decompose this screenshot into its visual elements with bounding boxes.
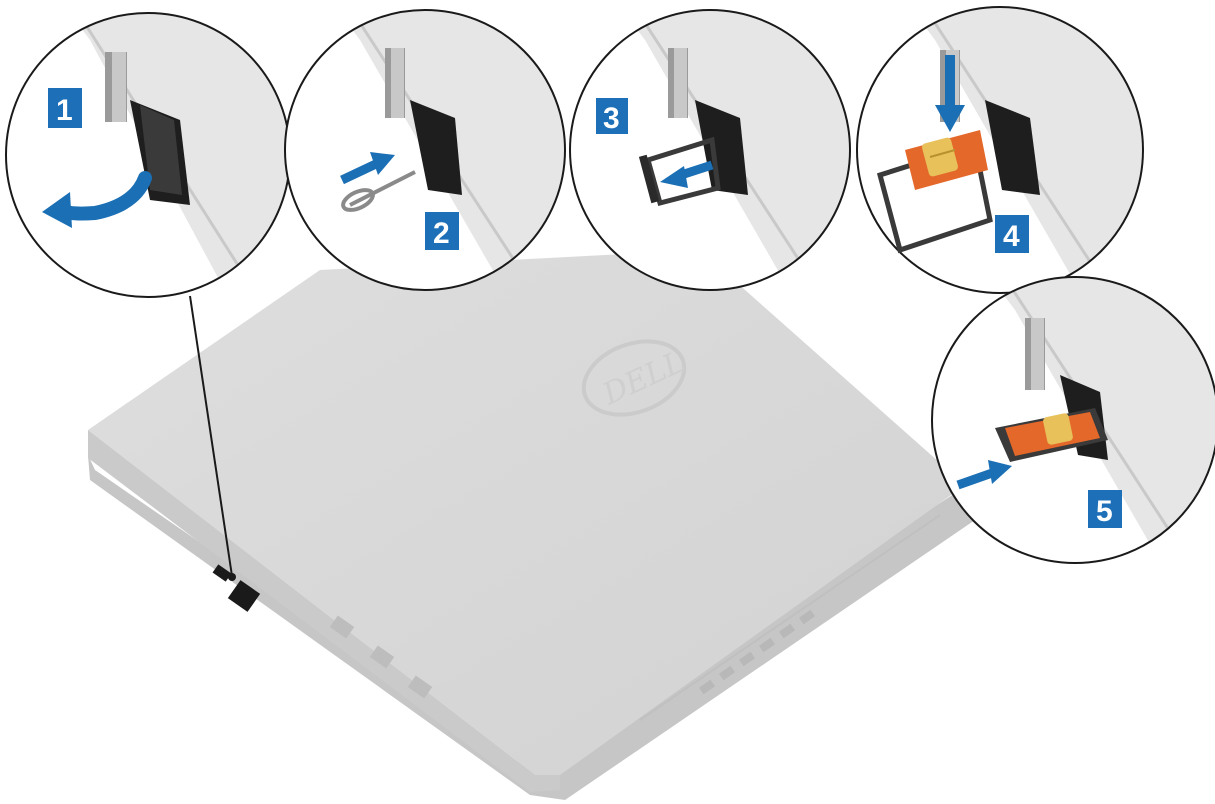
step-badge: 2 xyxy=(425,212,459,250)
step-number: 5 xyxy=(1096,495,1113,528)
step-5-callout: 5 xyxy=(932,270,1215,570)
step-badge: 5 xyxy=(1088,490,1122,528)
step-badge: 1 xyxy=(48,88,82,128)
step-badge: 3 xyxy=(596,98,628,135)
step-number: 4 xyxy=(1003,220,1020,253)
callout-dot xyxy=(228,573,236,581)
step-2-callout: 2 xyxy=(285,0,600,300)
laptop-lid xyxy=(88,250,965,775)
step-4-callout: 4 xyxy=(857,0,1170,300)
laptop: DELL xyxy=(88,250,975,800)
step-number: 3 xyxy=(603,102,620,135)
step-badge: 4 xyxy=(995,215,1029,253)
step-number: 2 xyxy=(433,217,450,250)
step-3-callout: 3 xyxy=(570,0,880,300)
step-number: 1 xyxy=(56,94,73,127)
step-1-callout: 1 xyxy=(6,0,300,300)
